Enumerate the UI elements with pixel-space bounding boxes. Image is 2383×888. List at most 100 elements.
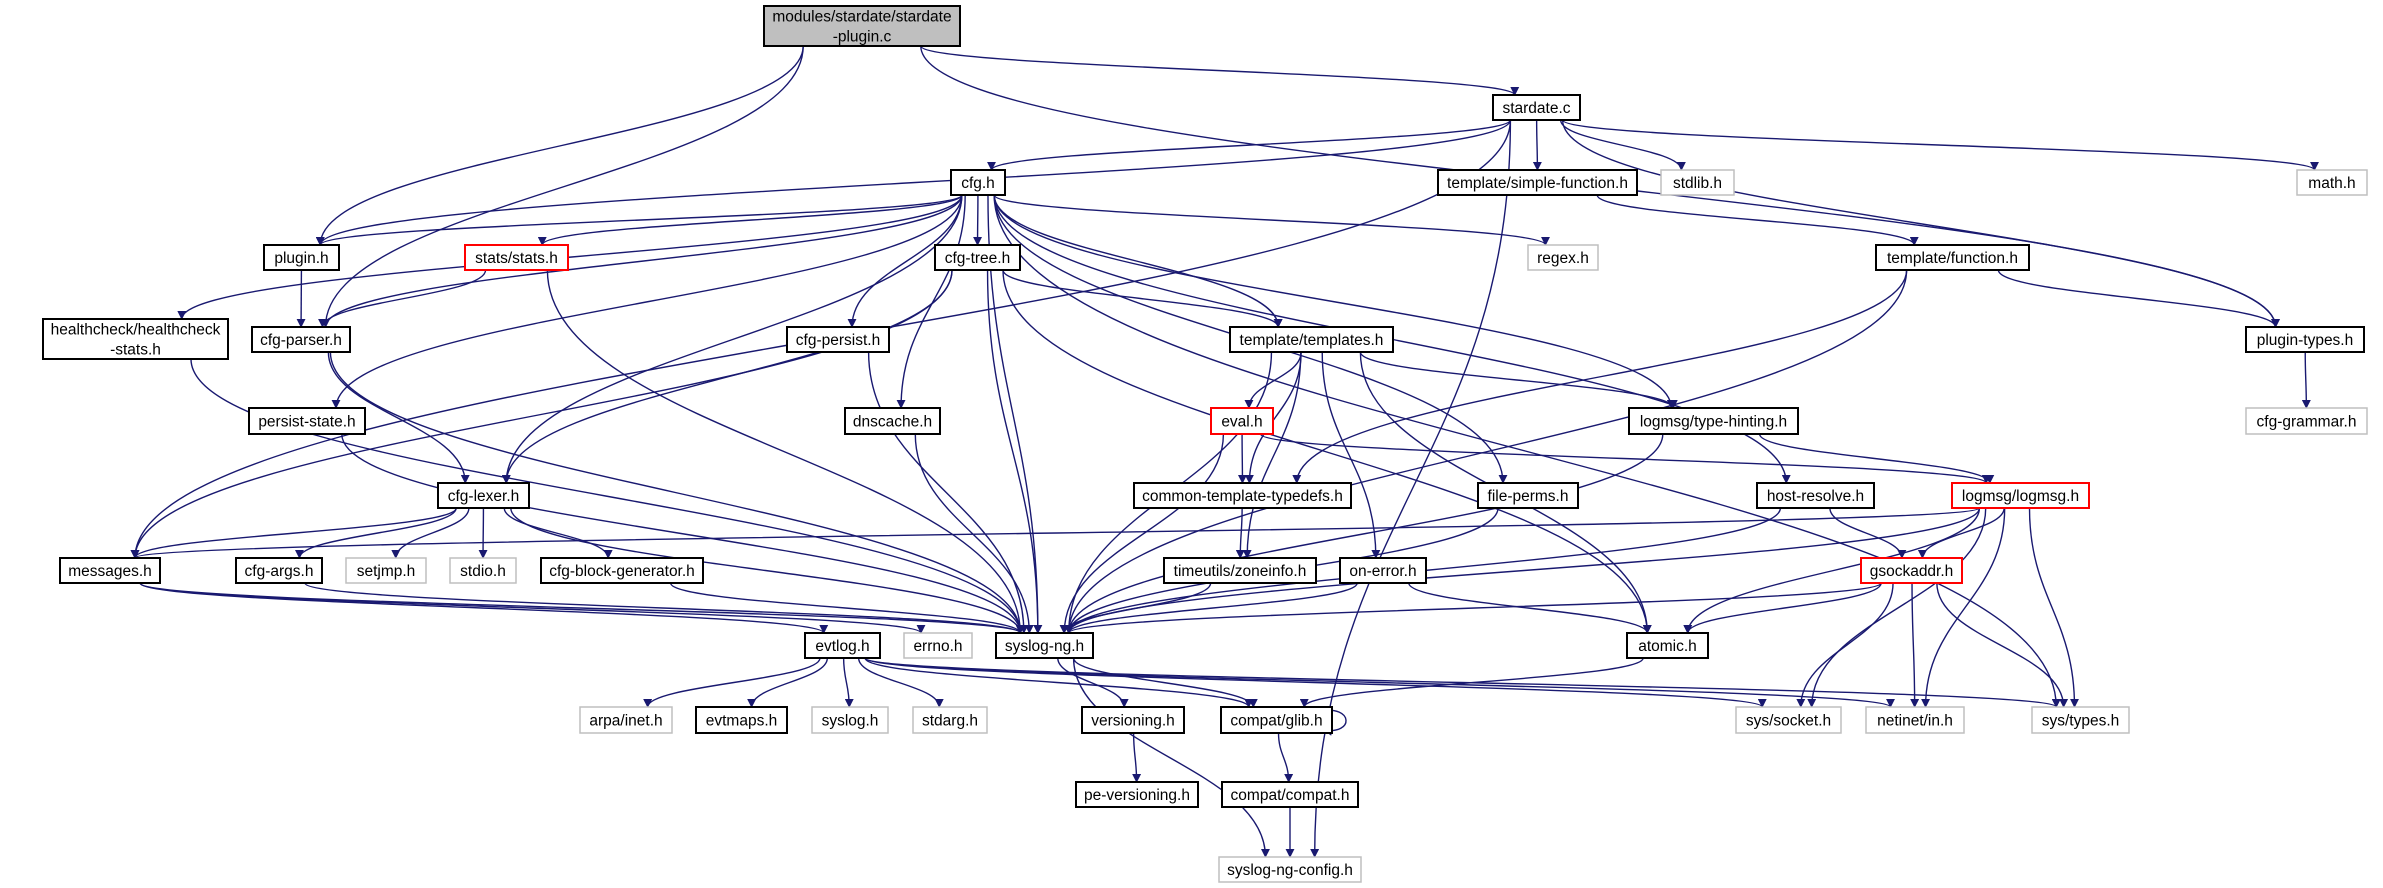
edge-logmsg-to-syslog_ng: [1064, 507, 1981, 634]
edge-stardate_c-to-plugin: [315, 119, 1512, 246]
node-root[interactable]: modules/stardate/stardate-plugin.c: [763, 5, 961, 47]
node-label: versioning.h: [1091, 713, 1175, 730]
node-stats[interactable]: stats/stats.h: [464, 244, 569, 271]
node-evtmaps[interactable]: evtmaps.h: [695, 706, 788, 734]
node-file-perms[interactable]: file-perms.h: [1477, 482, 1579, 509]
node-persist-state[interactable]: persist-state.h: [248, 407, 366, 435]
node-stardate-c[interactable]: stardate.c: [1492, 94, 1581, 121]
node-cfg-persist[interactable]: cfg-persist.h: [786, 326, 890, 353]
node-box: [2296, 169, 2368, 196]
node-compat[interactable]: compat/compat.h: [1221, 781, 1359, 808]
node-host-resolve[interactable]: host-resolve.h: [1756, 482, 1875, 509]
edge-evtlog-to-glib: [864, 657, 1254, 708]
edge-cfg_lexer-to-cfg_args: [295, 507, 457, 559]
node-plugin-types[interactable]: plugin-types.h: [2245, 326, 2365, 353]
node-type-hinting[interactable]: logmsg/type-hinting.h: [1628, 407, 1799, 435]
node-messages[interactable]: messages.h: [59, 557, 161, 584]
edge-stats-to-cfg_parser: [318, 269, 487, 328]
edge-function-to-common_typedefs: [1292, 269, 1908, 484]
edge-gsockaddr-to-netinet_in: [1910, 582, 1920, 708]
edge-persist_state-to-syslog_ng: [341, 433, 1025, 634]
node-box: [42, 318, 229, 360]
node-label: syslog-ng-config.h: [1227, 862, 1353, 879]
node-cfg-args[interactable]: cfg-args.h: [235, 557, 323, 584]
edge-logmsg-to-messages: [131, 507, 1981, 559]
node-healthcheck[interactable]: healthcheck/healthcheck-stats.h: [42, 318, 229, 360]
node-cfg-tree[interactable]: cfg-tree.h: [934, 244, 1021, 271]
node-box: [934, 244, 1021, 271]
node-math[interactable]: math.h: [2296, 169, 2368, 196]
node-label: stardate.c: [1502, 100, 1570, 117]
edge-gsockaddr-to-atomic: [1683, 582, 1882, 634]
node-simple-function[interactable]: template/simple-function.h: [1437, 169, 1638, 196]
node-cfg-grammar[interactable]: cfg-grammar.h: [2245, 407, 2368, 435]
edge-gsockaddr-to-sys_types: [1936, 582, 2069, 708]
node-label: messages.h: [68, 563, 152, 580]
node-label: stdlib.h: [1673, 175, 1722, 192]
edge-cfg-to-templates: [993, 194, 1283, 328]
node-stdlib[interactable]: stdlib.h: [1660, 169, 1735, 196]
node-plugin[interactable]: plugin.h: [263, 244, 340, 271]
node-errno[interactable]: errno.h: [903, 632, 973, 659]
node-label: modules/stardate/stardate: [772, 9, 951, 26]
node-glib[interactable]: compat/glib.h: [1220, 706, 1333, 734]
edge-cfg-to-sys_types: [993, 194, 2061, 708]
node-stdio[interactable]: stdio.h: [449, 557, 517, 584]
edge-syslog_ng-to-versioning: [1057, 657, 1129, 708]
node-regex[interactable]: regex.h: [1527, 244, 1599, 271]
edge-on_error-to-syslog_ng: [1064, 582, 1358, 634]
node-label: compat/glib.h: [1230, 713, 1322, 730]
edge-cfg_lexer-to-syslog_ng: [510, 507, 1025, 634]
node-versioning[interactable]: versioning.h: [1081, 706, 1185, 734]
node-label: dnscache.h: [853, 414, 932, 431]
node-label: netinet/in.h: [1877, 713, 1953, 730]
node-arpa-inet[interactable]: arpa/inet.h: [579, 706, 673, 734]
node-label: healthcheck/healthcheck: [51, 322, 221, 339]
node-box: [811, 706, 889, 734]
node-box: [1218, 856, 1362, 883]
node-gsockaddr[interactable]: gsockaddr.h: [1860, 557, 1963, 584]
edge-healthcheck-to-syslog_ng: [190, 358, 1025, 634]
node-evtlog[interactable]: evtlog.h: [804, 632, 881, 659]
node-box: [786, 326, 890, 353]
edge-cfg-to-stats: [537, 194, 963, 246]
node-pe-versioning[interactable]: pe-versioning.h: [1075, 781, 1199, 808]
node-function[interactable]: template/function.h: [1875, 244, 2030, 271]
node-templates[interactable]: template/templates.h: [1229, 326, 1394, 353]
node-setjmp[interactable]: setjmp.h: [345, 557, 427, 584]
node-atomic[interactable]: atomic.h: [1626, 632, 1709, 659]
node-box: [251, 326, 351, 353]
node-label: errno.h: [913, 638, 962, 655]
node-label: sys/socket.h: [1746, 713, 1831, 730]
edge-cfg_tree-to-templates: [1002, 269, 1283, 328]
node-config[interactable]: syslog-ng-config.h: [1218, 856, 1362, 883]
node-box: [1865, 706, 1965, 734]
node-stdarg[interactable]: stdarg.h: [912, 706, 988, 734]
node-cfg-lexer[interactable]: cfg-lexer.h: [437, 482, 530, 509]
edge-gsockaddr-to-syslog_ng: [1064, 582, 1882, 634]
node-netinet-in[interactable]: netinet/in.h: [1865, 706, 1965, 734]
node-label: evtmaps.h: [706, 713, 778, 730]
node-box: [1660, 169, 1735, 196]
node-cfg[interactable]: cfg.h: [950, 169, 1006, 196]
node-sys-socket[interactable]: sys/socket.h: [1735, 706, 1842, 734]
edge-type_hinting-to-syslog_ng: [1064, 433, 1664, 634]
node-cfg-block-gen[interactable]: cfg-block-generator.h: [540, 557, 704, 584]
node-logmsg[interactable]: logmsg/logmsg.h: [1951, 482, 2090, 509]
node-sys-types[interactable]: sys/types.h: [2031, 706, 2130, 734]
node-syslog[interactable]: syslog.h: [811, 706, 889, 734]
node-box: [695, 706, 788, 734]
edge-cfg_args-to-syslog_ng: [304, 582, 1025, 634]
node-common-typedefs[interactable]: common-template-typedefs.h: [1133, 482, 1352, 509]
node-cfg-parser[interactable]: cfg-parser.h: [251, 326, 351, 353]
node-syslog-ng[interactable]: syslog-ng.h: [995, 632, 1094, 659]
node-dnscache[interactable]: dnscache.h: [844, 407, 941, 435]
edge-cfg_block_gen-to-syslog_ng: [669, 582, 1025, 634]
node-label: stdio.h: [460, 563, 506, 580]
node-label: logmsg/type-hinting.h: [1640, 414, 1787, 431]
edge-stardate_c-to-stdlib: [1559, 119, 1686, 171]
node-on-error[interactable]: on-error.h: [1339, 557, 1427, 584]
node-zoneinfo[interactable]: timeutils/zoneinfo.h: [1163, 557, 1317, 584]
node-eval[interactable]: eval.h: [1210, 407, 1274, 435]
